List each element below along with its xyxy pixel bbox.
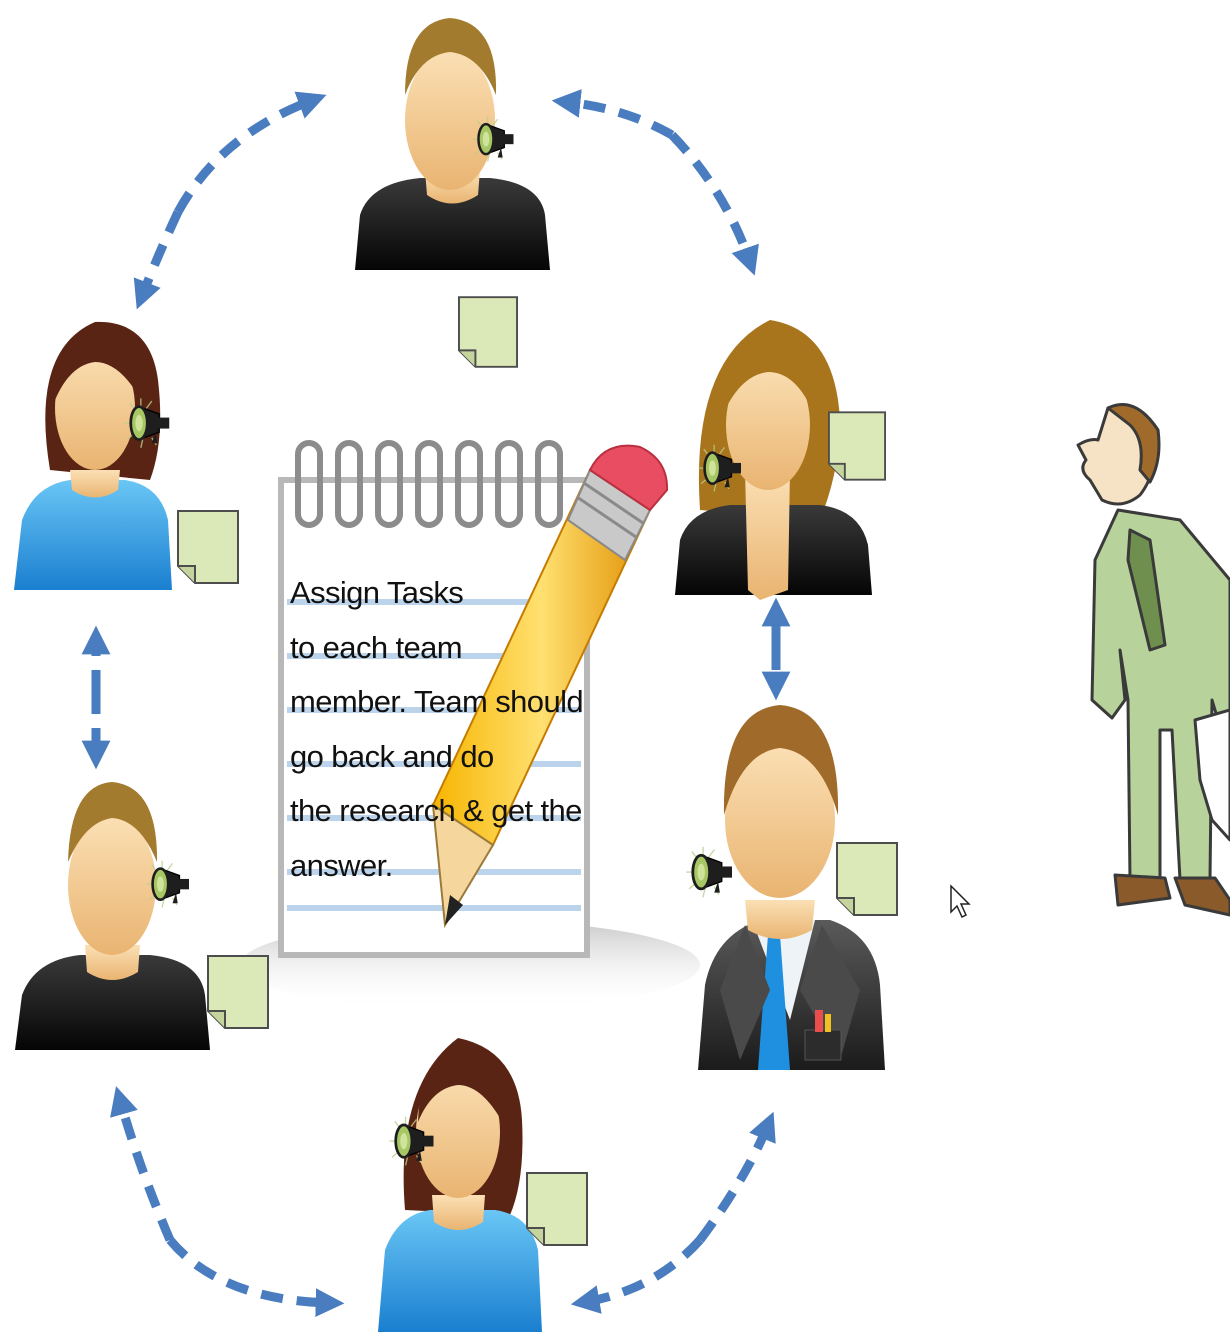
- arrow-topleft-right: [174, 91, 327, 215]
- arrow-bottomleft-up: [110, 1086, 175, 1242]
- notepad-line-4: go back and do: [290, 738, 494, 774]
- notepad-spiral: [295, 440, 563, 528]
- person-right-woman: [675, 320, 886, 600]
- dashed-arrows: [81, 89, 791, 1317]
- sticky-note-icon: [828, 411, 886, 481]
- mouse-cursor-icon: [950, 884, 971, 919]
- person-left-man: [15, 782, 269, 1050]
- pencil-icon: [431, 444, 669, 929]
- cartoon-manager-figure: [1076, 403, 1230, 917]
- sticky-note-icon: [207, 955, 269, 1029]
- person-left-woman: [14, 321, 239, 590]
- notepad-line-2: to each team: [290, 629, 463, 665]
- notepad-line-5: the research & get the: [290, 793, 582, 828]
- notepad-line-1: Assign Tasks: [290, 575, 464, 610]
- arrow-topright-down: [668, 131, 759, 276]
- arrow-topleft-down: [133, 210, 183, 310]
- arrow-topright-left: [551, 89, 675, 139]
- sticky-note-icon: [526, 1172, 588, 1246]
- person-top: [355, 18, 550, 368]
- person-bottom-woman: [378, 1038, 588, 1332]
- sticky-note-icon: [458, 296, 518, 368]
- notepad-text: Assign Tasks to each team member. Team s…: [290, 566, 590, 893]
- notepad-line-3: member. Team should: [290, 684, 584, 719]
- sticky-note-icon: [836, 842, 898, 916]
- notepad-line-6: answer.: [290, 847, 393, 883]
- arrow-bottomright-left: [570, 1236, 704, 1314]
- person-businessman: [684, 705, 898, 1070]
- sticky-note-icon: [177, 510, 239, 584]
- arrow-bottomright-up: [696, 1111, 776, 1243]
- megaphone-icon: [684, 845, 734, 899]
- arrow-bottomleft-right: [166, 1237, 345, 1317]
